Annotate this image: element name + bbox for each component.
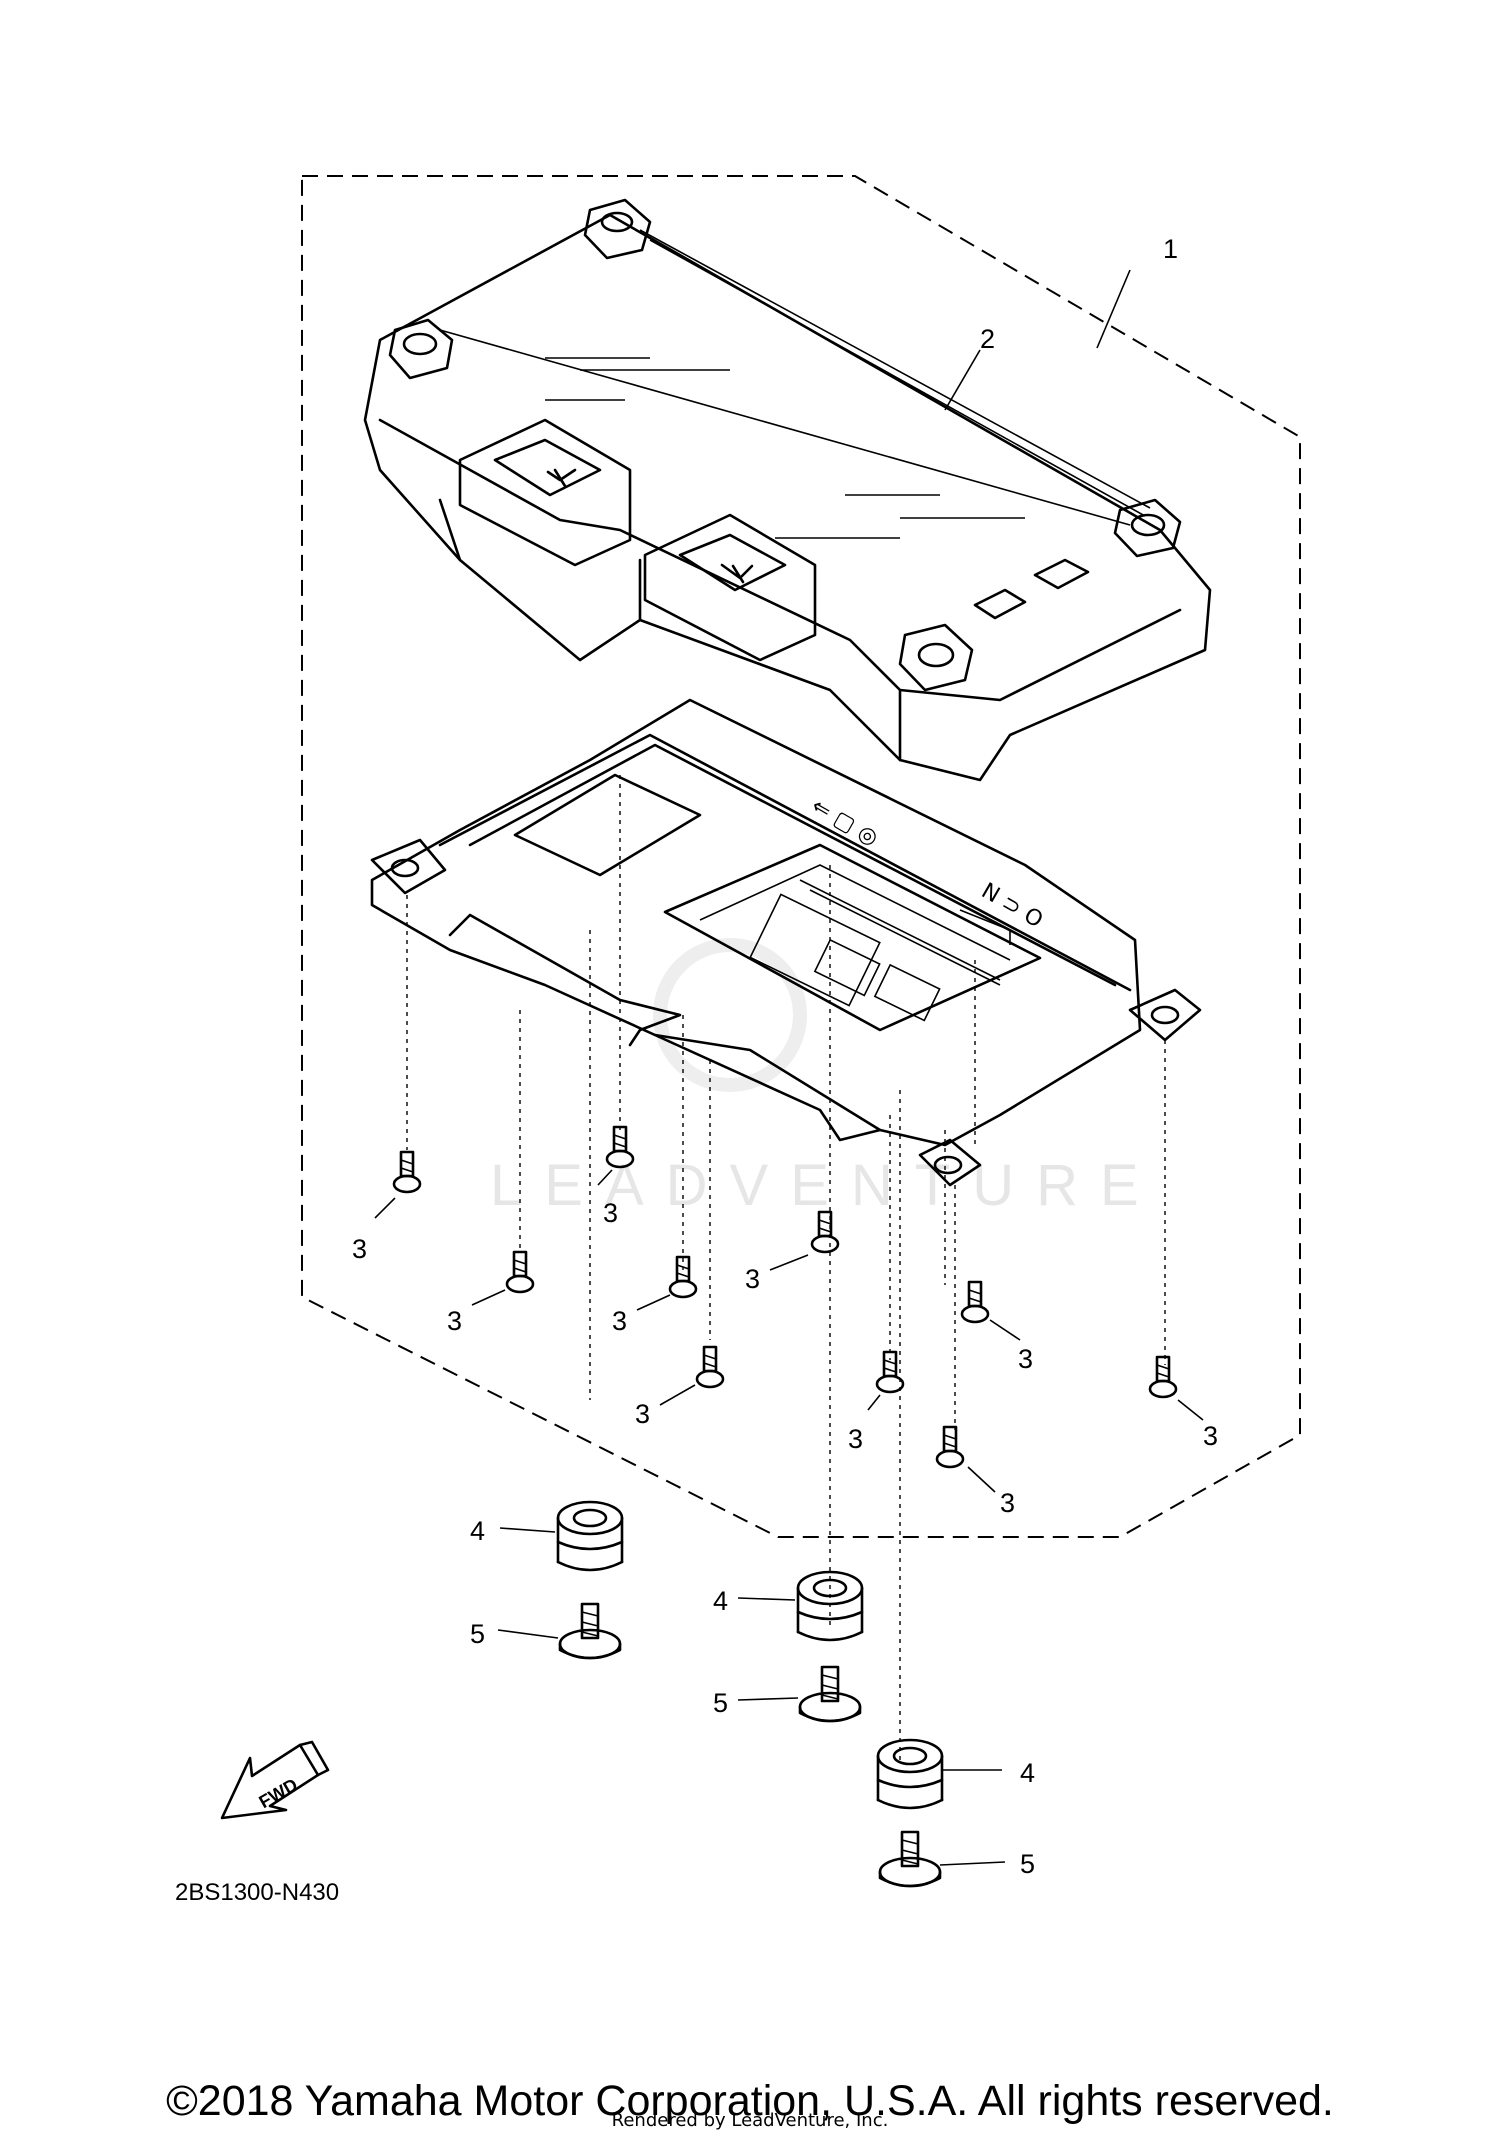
callout-3: 3 (447, 1306, 462, 1336)
callout-1: 1 (1163, 234, 1178, 264)
dampers[interactable] (556, 1500, 944, 1810)
rendered-by-notice: Rendered by LeadVenture, Inc. (611, 2110, 889, 2131)
callout-4: 4 (713, 1586, 728, 1616)
callout-5: 5 (1020, 1849, 1035, 1879)
callout-5: 5 (470, 1619, 485, 1649)
callout-5: 5 (713, 1688, 728, 1718)
callout-3: 3 (603, 1198, 618, 1228)
fwd-arrow-icon: FWD (220, 1740, 330, 1820)
callout-3: 3 (1203, 1421, 1218, 1451)
copyright-notice: ©2018 Yamaha Motor Corporation, U.S.A. A… (166, 2077, 1334, 2125)
callout-3: 3 (848, 1424, 863, 1454)
meter-housing[interactable]: ⇐ ▢ ◎ N ⊃ O (370, 698, 1202, 1187)
callout-2: 2 (980, 324, 995, 354)
callout-3: 3 (745, 1264, 760, 1294)
assembly-boundary (301, 175, 1301, 1538)
callout-3: 3 (352, 1234, 367, 1264)
watermark-text: LEADVENTURE (490, 1153, 1161, 1218)
watermark-logo-icon (653, 938, 807, 1092)
diagram-code: 2BS1300-N430 (175, 1879, 339, 1906)
leader-lines (374, 269, 1204, 1866)
screws[interactable] (392, 775, 1178, 1760)
callout-4: 4 (470, 1516, 485, 1546)
callout-3: 3 (1000, 1488, 1015, 1518)
bolts[interactable] (558, 1602, 942, 1888)
indicator-letters: N ⊃ O (977, 879, 1047, 934)
callout-3: 3 (1018, 1344, 1033, 1374)
fwd-label: FWD (256, 1774, 301, 1812)
callout-3: 3 (635, 1399, 650, 1429)
callout-4: 4 (1020, 1758, 1035, 1788)
meter-cover[interactable] (363, 198, 1212, 782)
callout-3: 3 (612, 1306, 627, 1336)
